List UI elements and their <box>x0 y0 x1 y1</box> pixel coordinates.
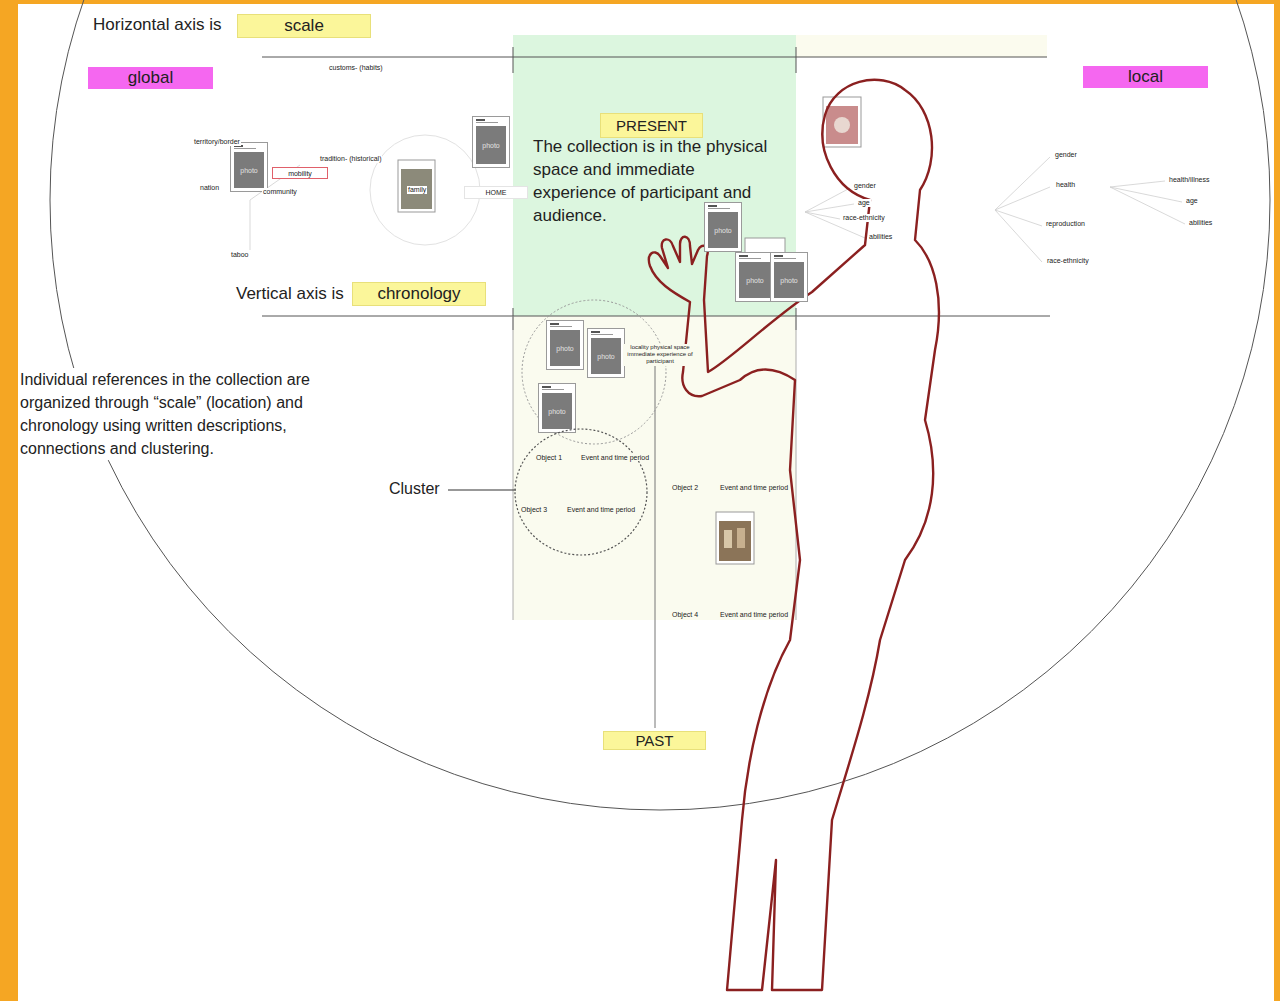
annotation: nation <box>199 184 220 192</box>
scale-tag: global <box>88 67 213 89</box>
photo-placeholder: photo <box>591 338 621 374</box>
photo-text: photo <box>746 277 764 284</box>
photo-card: photo <box>770 252 808 302</box>
cluster-outline <box>514 428 648 556</box>
annotation: customs- (habits) <box>328 64 384 72</box>
cluster-item: Object 1 <box>535 454 563 461</box>
photo-text: photo <box>597 353 615 360</box>
cluster-item: Event and time period <box>580 454 650 461</box>
annotation: family <box>407 186 427 194</box>
annotation: Cluster <box>388 479 441 498</box>
node-text: global <box>128 68 173 88</box>
time-tag: PAST <box>603 731 706 750</box>
photo-text: photo <box>240 167 258 174</box>
annotation: gender <box>853 182 877 190</box>
card-header-mark <box>739 255 748 257</box>
annotation: abilities <box>1188 219 1213 227</box>
photo-placeholder: photo <box>739 262 771 298</box>
annotation: Vertical axis is <box>235 284 345 304</box>
axis-tag: scale <box>237 14 371 38</box>
photo-placeholder: photo <box>774 262 804 298</box>
node-text: PAST <box>635 732 673 749</box>
card-header-mark <box>550 326 572 327</box>
cluster-item: Event and time period <box>566 506 636 513</box>
photo-text: photo <box>714 227 732 234</box>
annotation: age <box>1185 197 1199 205</box>
photo-text: photo <box>482 142 500 149</box>
card-header-mark <box>234 148 256 149</box>
card-header-mark <box>476 119 485 121</box>
photo-text: photo <box>556 345 574 352</box>
photo-placeholder: photo <box>476 126 506 164</box>
node-text: mobility <box>288 170 312 177</box>
annotation: race-ethnicity <box>842 214 886 222</box>
annotation: health <box>1055 181 1076 189</box>
axis-tag: chronology <box>352 282 486 306</box>
annotation: Event and time period <box>719 484 789 492</box>
node-text: local <box>1128 67 1163 87</box>
node-text: scale <box>284 16 324 36</box>
card-header-mark <box>774 258 796 259</box>
card-header-mark <box>591 334 613 335</box>
card-header-mark <box>708 205 717 207</box>
photo-placeholder: photo <box>708 212 738 248</box>
theme-box: HOME <box>464 186 528 199</box>
time-tag: PRESENT <box>600 113 703 138</box>
annotation: gender <box>1054 151 1078 159</box>
photo-card: photo <box>538 383 576 433</box>
annotation: abilities <box>868 233 893 241</box>
photo-text: photo <box>780 277 798 284</box>
photo-card: photo <box>587 328 625 378</box>
photo-card: photo <box>704 202 742 252</box>
card-header-mark <box>476 122 498 123</box>
photo-placeholder: photo <box>550 330 580 366</box>
annotation: Individual references in the collection … <box>19 368 373 460</box>
card-header-mark <box>542 389 564 390</box>
cluster-item: Object 3 <box>520 506 548 513</box>
annotation: Object 2 <box>671 484 699 492</box>
annotation: Object 4 <box>671 611 699 619</box>
photo-card: photo <box>735 252 775 302</box>
annotation: race-ethnicity <box>1046 257 1090 265</box>
scale-tag: local <box>1083 66 1208 88</box>
annotation: reproduction <box>1045 220 1086 228</box>
card-header-mark <box>550 323 559 325</box>
annotation: age <box>857 199 871 207</box>
annotation: community <box>262 188 298 196</box>
card-header-mark <box>542 386 551 388</box>
node-text: chronology <box>377 284 460 304</box>
node-text: PRESENT <box>616 114 687 137</box>
annotation: health/illness <box>1168 176 1210 184</box>
annotation: taboo <box>230 251 250 259</box>
card-header-mark <box>591 331 600 333</box>
photo-card: photo <box>472 116 510 168</box>
card-header-mark <box>774 255 783 257</box>
photo-card: photo <box>230 142 268 192</box>
node-text: HOME <box>486 189 507 196</box>
annotation: territory/border <box>193 138 241 146</box>
photo-text: photo <box>548 408 566 415</box>
photo-card: photo <box>546 320 584 370</box>
theme-box: mobility <box>272 167 328 179</box>
cluster-circle: Object 1Event and time periodObject 3Eve… <box>514 428 648 556</box>
card-header-mark <box>739 258 761 259</box>
annotation: locality physical space immediate experi… <box>623 344 697 366</box>
annotation: Event and time period <box>719 611 789 619</box>
annotation: tradition- (historical) <box>319 155 382 163</box>
annotation: Horizontal axis is <box>92 15 223 35</box>
card-header-mark <box>708 208 730 209</box>
photo-placeholder: photo <box>234 152 264 188</box>
photo-placeholder: photo <box>542 393 572 429</box>
